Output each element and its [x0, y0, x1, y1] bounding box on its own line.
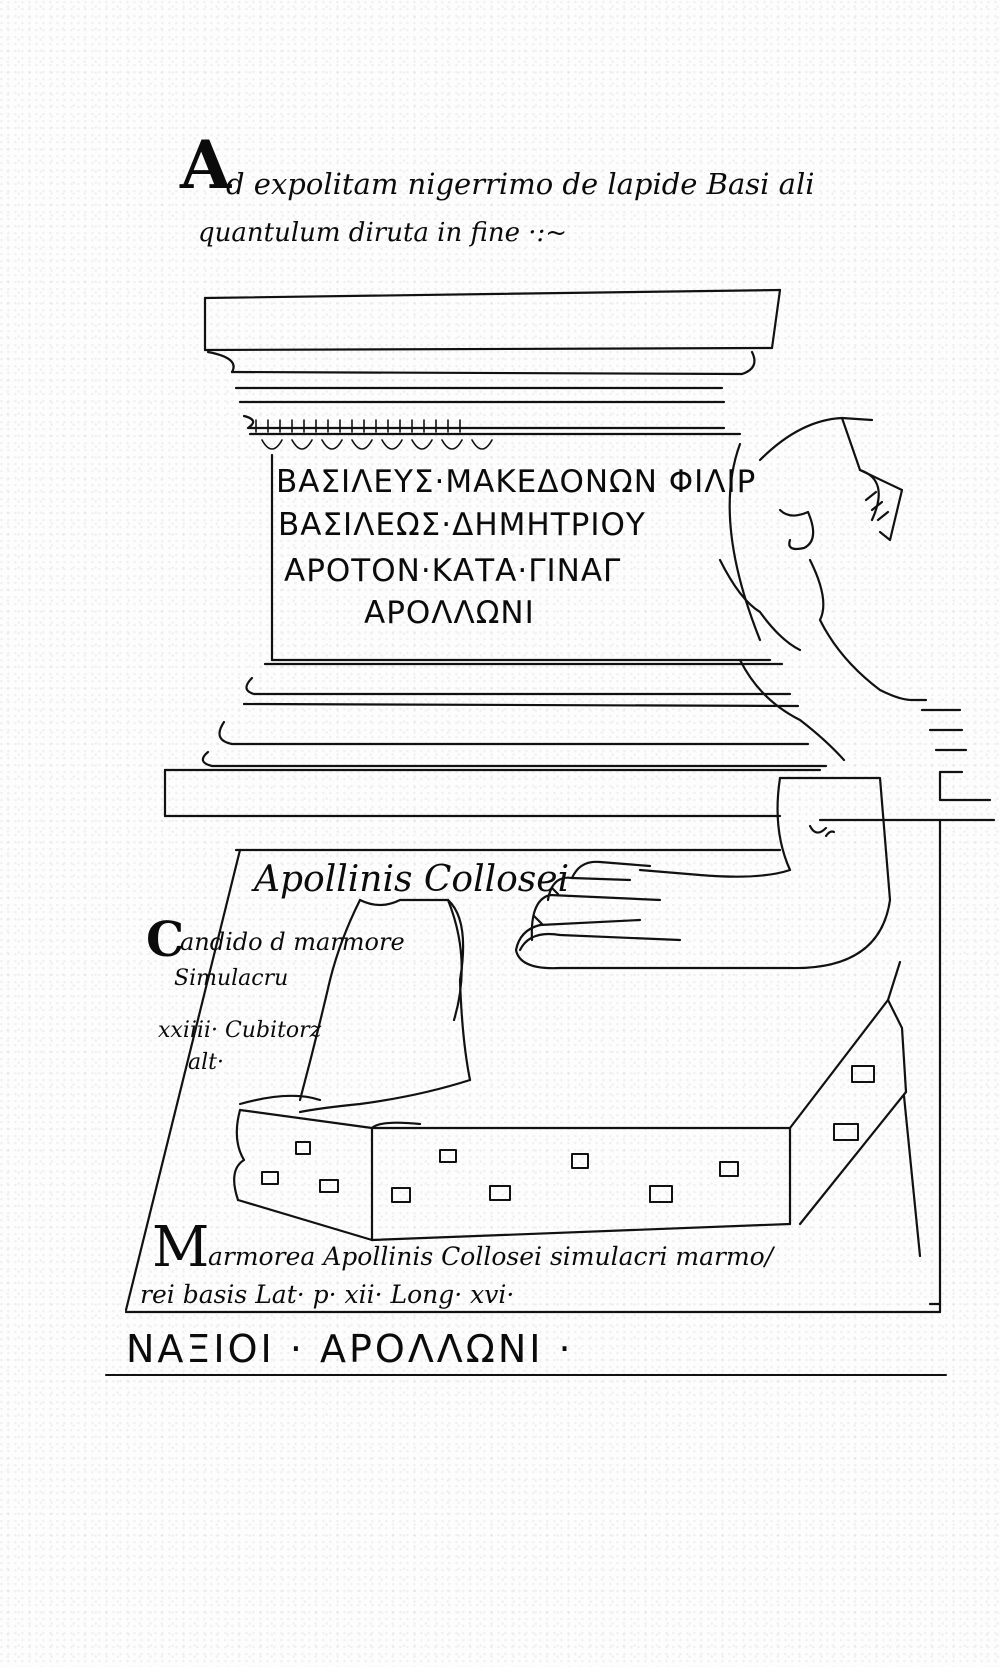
- statue-drapery-fragment: [238, 898, 472, 1114]
- statue-base-block: [233, 960, 908, 1242]
- inscription-line-1: ΒΑΣΙΛΕΥΣ·ΜΑΚΕΔΟΝΩΝ ΦΙΛΙΡ: [276, 464, 757, 500]
- heading-line-1: d expolitam nigerrimo de lapide Basi ali: [226, 167, 815, 201]
- dentil-band: [255, 419, 493, 450]
- footer-inscription: ΝΑΞΙΟΙ · ΑΡΟΛΛΩΝΙ ·: [126, 1327, 574, 1371]
- inscription-line-3: ΑΡΟΤΟΝ·ΚΑΤΑ·ΓΙΝΑΓ: [284, 553, 622, 589]
- pedestal-cornice: [203, 288, 782, 436]
- broken-fragment: [718, 416, 996, 822]
- base-caption-initial: M: [152, 1215, 210, 1280]
- heading-initial: A: [180, 126, 232, 204]
- statue-note-line-3: xxiiii· Cubitorz: [158, 1018, 322, 1043]
- statue-note-line-1: andido d marmore: [180, 928, 405, 956]
- pedestal-die: [270, 442, 772, 662]
- inscription-line-4: ΑΡΟΛΛΩΝΙ: [364, 595, 535, 631]
- dowel-holes: [261, 1065, 875, 1203]
- base-caption-line-2: rei basis Lat· p· xii· Long· xvi·: [140, 1280, 515, 1309]
- statue-foot: [514, 776, 892, 970]
- statue-title: Apollinis Collosei: [254, 859, 570, 900]
- inscription-line-2: ΒΑΣΙΛΕΩΣ·ΔΗΜΗΤΡΙΟΥ: [278, 507, 646, 543]
- heading-line-2: quantulum diruta in fine ·:~: [198, 218, 568, 248]
- statue-note-line-4: alt·: [188, 1050, 224, 1075]
- base-caption-line-1: armorea Apollinis Collosei simulacri mar…: [208, 1242, 774, 1271]
- frame-lines: [124, 818, 942, 1314]
- statue-note-initial: C: [146, 912, 185, 968]
- statue-note-line-2: Simulacru: [174, 966, 289, 991]
- pedestal-base-mouldings: [163, 662, 828, 818]
